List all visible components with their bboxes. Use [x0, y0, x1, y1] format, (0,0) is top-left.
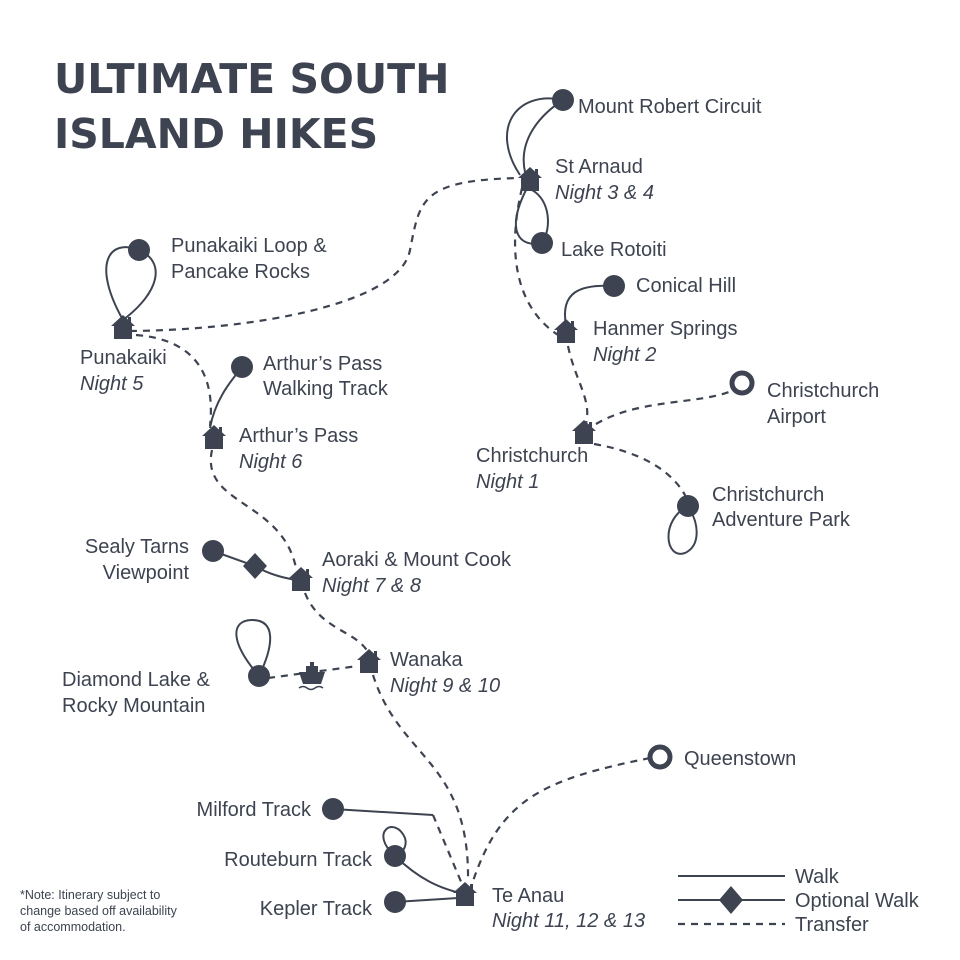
- hike-dot-lake-rotoiti: [531, 232, 553, 254]
- label-te-anau-night: Night 11, 12 & 13: [492, 910, 645, 932]
- label-punakaiki-loop-2: Pancake Rocks: [171, 261, 310, 283]
- label-kepler: Kepler Track: [260, 898, 373, 920]
- label-st-arnaud-night: Night 3 & 4: [555, 182, 654, 204]
- label-milford: Milford Track: [197, 799, 312, 821]
- hike-dot-milford: [322, 798, 344, 820]
- legend: Walk Optional Walk Transfer: [678, 866, 920, 936]
- label-queenstown: Queenstown: [684, 748, 796, 770]
- note-line-1: *Note: Itinerary subject to: [20, 888, 160, 902]
- airport-ring-queenstown: [647, 744, 673, 770]
- label-christchurch: Christchurch: [476, 445, 588, 467]
- note-line-2: change based off availability: [20, 904, 178, 918]
- label-arthurs-pass: Arthur’s Pass: [239, 425, 358, 447]
- title-line-2: ISLAND HIKES: [54, 110, 378, 158]
- label-te-anau: Te Anau: [492, 885, 564, 907]
- label-diamond-lake-1: Diamond Lake &: [62, 669, 211, 691]
- house-icon-hanmer: [554, 319, 578, 343]
- house-icon-aoraki: [289, 567, 313, 591]
- house-icon-wanaka: [357, 649, 381, 673]
- label-sealy-tarns-1: Sealy Tarns: [85, 536, 189, 558]
- transfer-routes: [129, 176, 735, 885]
- hike-dot-routeburn: [384, 845, 406, 867]
- legend-optional-label: Optional Walk: [795, 890, 920, 912]
- optional-walk-diamond-icon: [243, 553, 267, 579]
- label-punakaiki: Punakaiki: [80, 347, 167, 369]
- label-sealy-tarns-2: Viewpoint: [103, 562, 190, 584]
- label-christchurch-night: Night 1: [476, 471, 539, 493]
- label-wanaka: Wanaka: [390, 649, 464, 671]
- house-icon-st-arnaud: [518, 167, 542, 191]
- label-mount-robert: Mount Robert Circuit: [578, 96, 762, 118]
- label-aoraki: Aoraki & Mount Cook: [322, 549, 512, 571]
- label-wanaka-night: Night 9 & 10: [390, 675, 500, 697]
- label-punakaiki-night: Night 5: [80, 373, 144, 395]
- house-icon-christchurch: [572, 420, 596, 444]
- legend-diamond-icon: [719, 886, 743, 914]
- boat-icon: [298, 662, 325, 691]
- label-arthurs-pass-night: Night 6: [239, 451, 303, 473]
- label-routeburn: Routeburn Track: [224, 849, 373, 871]
- hike-dot-punakaiki-loop: [128, 239, 150, 261]
- hike-dot-kepler: [384, 891, 406, 913]
- title-line-1: ULTIMATE SOUTH: [54, 55, 449, 103]
- hike-dot-mount-robert: [552, 89, 574, 111]
- label-aoraki-night: Night 7 & 8: [322, 575, 421, 597]
- label-adventure-park-2: Adventure Park: [712, 509, 851, 531]
- label-diamond-lake-2: Rocky Mountain: [62, 695, 205, 717]
- label-hanmer-night: Night 2: [593, 344, 656, 366]
- hike-dot-diamond-lake: [248, 665, 270, 687]
- label-punakaiki-loop-1: Punakaiki Loop &: [171, 235, 327, 257]
- label-st-arnaud: St Arnaud: [555, 156, 643, 178]
- walk-routes: [105, 97, 698, 903]
- label-lake-rotoiti: Lake Rotoiti: [561, 239, 667, 261]
- label-adventure-park-1: Christchurch: [712, 484, 824, 506]
- label-hanmer: Hanmer Springs: [593, 318, 738, 340]
- hike-dot-conical-hill: [603, 275, 625, 297]
- note-line-3: of accommodation.: [20, 920, 126, 934]
- hike-dot-adventure-park: [677, 495, 699, 517]
- house-icon-te-anau: [453, 882, 477, 906]
- airport-ring-christchurch: [729, 370, 755, 396]
- house-icon-punakaiki: [111, 315, 135, 339]
- hike-dot-arthurs-track: [231, 356, 253, 378]
- legend-walk-label: Walk: [795, 866, 840, 888]
- label-arthurs-track-1: Arthur’s Pass: [263, 353, 382, 375]
- hike-dot-sealy-tarns: [202, 540, 224, 562]
- house-icon-arthurs-pass: [202, 425, 226, 449]
- label-conical-hill: Conical Hill: [636, 275, 736, 297]
- label-christchurch-airport-2: Airport: [767, 406, 826, 428]
- label-arthurs-track-2: Walking Track: [263, 378, 389, 400]
- label-christchurch-airport-1: Christchurch: [767, 380, 879, 402]
- legend-transfer-label: Transfer: [795, 914, 869, 936]
